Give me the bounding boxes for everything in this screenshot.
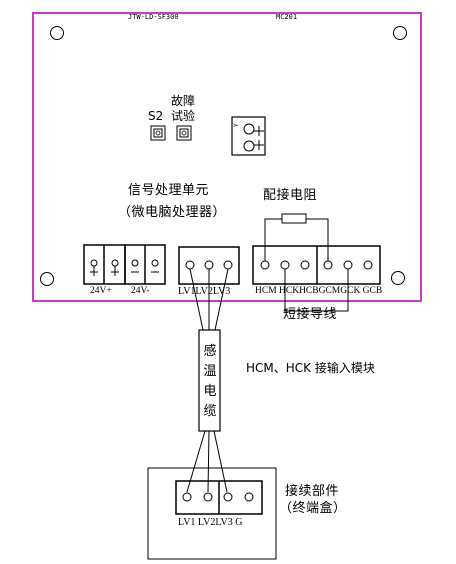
- board-model-left: JTW-LD-SF300: [128, 13, 179, 21]
- circuit-board-outline: [32, 12, 422, 302]
- terminal-block-24v-plus: [83, 244, 126, 285]
- fault-test-button: [176, 125, 192, 141]
- short-wire: [284, 269, 349, 312]
- processor-title: 信号处理单元: [128, 183, 210, 198]
- mounting-hole-bottom-right: [391, 271, 405, 285]
- mounting-hole-top-right: [393, 26, 407, 40]
- terminal-h-label: HCM HCKHCBGCMGCK GCB: [255, 286, 383, 296]
- processor-subtitle: （微电脑处理器）: [118, 205, 227, 220]
- cable-label: 感温电缆: [203, 344, 217, 419]
- junction-terminal-block: [175, 480, 263, 515]
- resistor: [264, 213, 329, 261]
- terminal-lv-label: LV1LV2LV3: [178, 286, 231, 297]
- mounting-hole-bottom-left: [40, 272, 54, 286]
- mounting-hole-top-left: [50, 26, 64, 40]
- terminal-24v-minus-label: 24V-: [131, 286, 150, 296]
- resistor-label: 配接电阻: [263, 188, 318, 203]
- s2-label: S2: [148, 109, 164, 123]
- board-model-right: MC201: [276, 13, 298, 21]
- terminal-24v-plus-label: 24V+: [90, 286, 112, 296]
- terminal-block-24v-minus: [124, 244, 166, 285]
- junction-box: [147, 467, 277, 560]
- heat-sensing-cable: [198, 329, 221, 432]
- s2-button: [150, 125, 166, 141]
- fault-label-top: 故障: [171, 94, 196, 108]
- junction-terminal-label: LV1 LV2LV3 G: [178, 517, 243, 528]
- module-note: HCM、HCK 接输入模块: [246, 361, 375, 375]
- junction-box-title: 接续部件: [285, 484, 340, 499]
- svg-text:Y: Y: [233, 123, 240, 128]
- fault-label-bottom: 试验: [171, 109, 196, 123]
- terminal-block-h: [252, 245, 381, 285]
- indicator-component: Y: [231, 116, 266, 156]
- junction-box-subtitle: （终端盒）: [279, 501, 347, 516]
- cable-wires-bottom: [186, 430, 228, 493]
- short-wire-label: 短接导线: [283, 307, 338, 322]
- cable-wires-top: [189, 268, 229, 331]
